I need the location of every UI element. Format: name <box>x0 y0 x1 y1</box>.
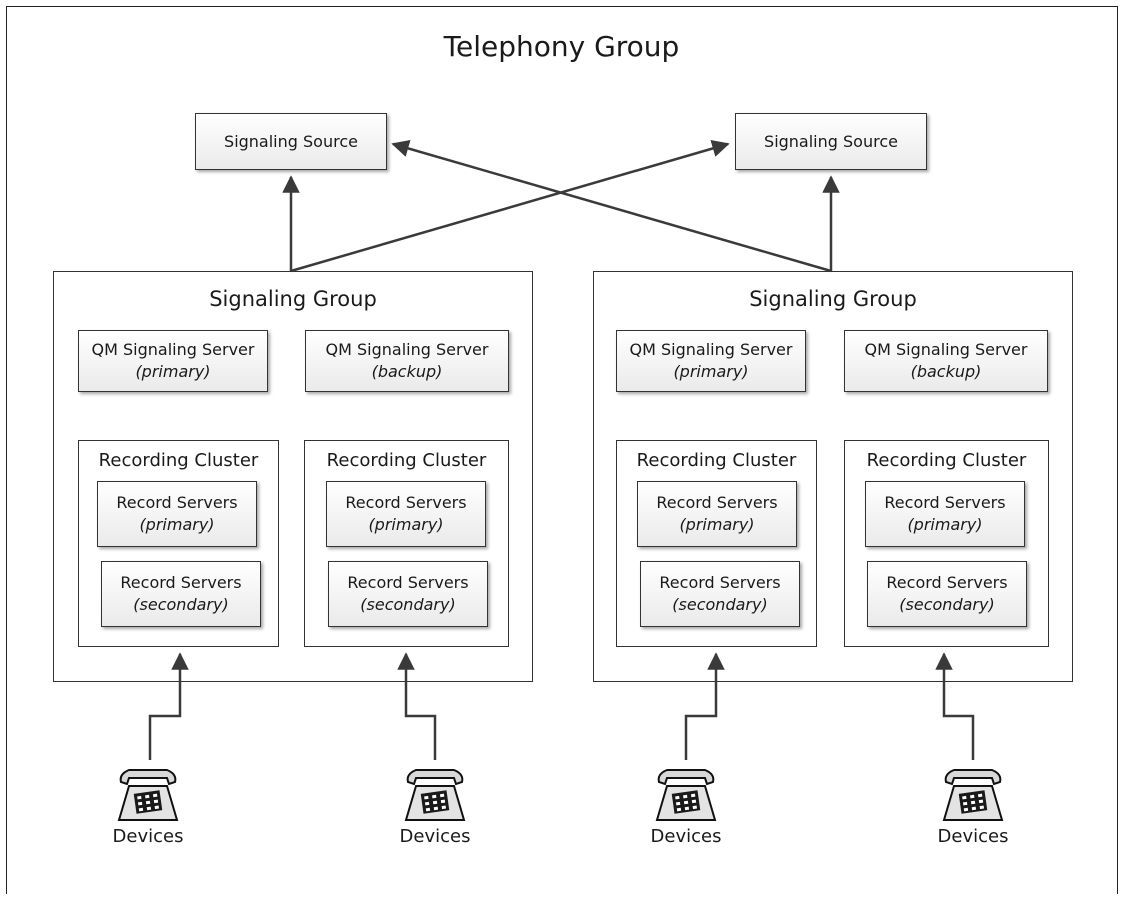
server-name: Record Servers <box>345 493 467 512</box>
phone-icon <box>117 769 179 821</box>
device-label: Devices <box>399 826 471 847</box>
phone-icon <box>404 769 466 821</box>
diagram-title: Telephony Group <box>443 30 680 63</box>
server-name: QM Signaling Server <box>325 340 489 359</box>
qm-signaling-server-backup: QM Signaling Server (backup) <box>305 330 509 392</box>
record-servers-primary: Record Servers (primary) <box>326 481 486 547</box>
server-role: (primary) <box>368 515 444 534</box>
recording-cluster-label: Recording Cluster <box>326 450 487 471</box>
connector-group-right-to-source-left <box>391 139 832 273</box>
server-role: (secondary) <box>672 595 768 614</box>
server-role: (primary) <box>907 515 983 534</box>
record-servers-primary: Record Servers (primary) <box>637 481 797 547</box>
server-name: Record Servers <box>659 573 781 592</box>
server-name: QM Signaling Server <box>91 340 255 359</box>
server-role: (backup) <box>371 362 443 381</box>
server-name: Record Servers <box>656 493 778 512</box>
signaling-source-right: Signaling Source <box>735 113 927 170</box>
server-role: (secondary) <box>133 595 229 614</box>
signaling-source-label: Signaling Source <box>764 131 898 151</box>
record-servers-secondary: Record Servers (secondary) <box>640 561 800 627</box>
signaling-group-label: Signaling Group <box>209 287 377 311</box>
connector-device-2 <box>397 652 437 760</box>
connector-device-3 <box>684 652 725 760</box>
server-role: (secondary) <box>899 595 995 614</box>
device-label: Devices <box>937 826 1009 847</box>
recording-cluster-label: Recording Cluster <box>636 450 797 471</box>
server-name: QM Signaling Server <box>629 340 793 359</box>
server-name: Record Servers <box>347 573 469 592</box>
server-name: QM Signaling Server <box>864 340 1028 359</box>
server-role: (backup) <box>910 362 982 381</box>
qm-signaling-server-primary: QM Signaling Server (primary) <box>616 330 806 392</box>
recording-cluster-label: Recording Cluster <box>98 450 259 471</box>
signaling-source-left: Signaling Source <box>195 113 387 170</box>
qm-signaling-server-backup: QM Signaling Server (backup) <box>844 330 1048 392</box>
record-servers-primary: Record Servers (primary) <box>97 481 257 547</box>
signaling-group-label: Signaling Group <box>749 287 917 311</box>
signaling-source-label: Signaling Source <box>224 131 358 151</box>
server-role: (primary) <box>139 515 215 534</box>
record-servers-secondary: Record Servers (secondary) <box>328 561 488 627</box>
phone-icon <box>942 769 1004 821</box>
connector-group-left-to-source-right <box>290 139 730 273</box>
server-role: (primary) <box>679 515 755 534</box>
server-name: Record Servers <box>116 493 238 512</box>
server-role: (secondary) <box>360 595 456 614</box>
qm-signaling-server-primary: QM Signaling Server (primary) <box>78 330 268 392</box>
device-label: Devices <box>112 826 184 847</box>
connector-device-4 <box>935 652 975 760</box>
record-servers-secondary: Record Servers (secondary) <box>867 561 1027 627</box>
record-servers-secondary: Record Servers (secondary) <box>101 561 261 627</box>
phone-icon <box>655 769 717 821</box>
server-role: (primary) <box>135 362 211 381</box>
server-role: (primary) <box>673 362 749 381</box>
server-name: Record Servers <box>886 573 1008 592</box>
record-servers-primary: Record Servers (primary) <box>865 481 1025 547</box>
diagram-frame <box>6 6 1118 894</box>
recording-cluster-label: Recording Cluster <box>866 450 1027 471</box>
connector-device-1 <box>148 652 189 760</box>
device-label: Devices <box>650 826 722 847</box>
server-name: Record Servers <box>884 493 1006 512</box>
server-name: Record Servers <box>120 573 242 592</box>
